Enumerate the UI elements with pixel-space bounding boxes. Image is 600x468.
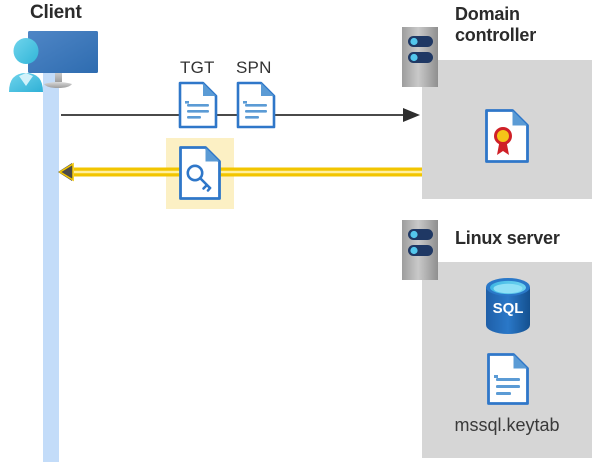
spn-label: SPN [236, 58, 272, 77]
keytab-filename-label: mssql.keytab [454, 415, 560, 435]
sql-database-icon: SQL [483, 277, 533, 335]
certificate-document-icon [484, 108, 530, 164]
keytab-document-icon [486, 352, 530, 406]
client-title: Client [30, 2, 82, 23]
linux-server-title: Linux server [455, 228, 560, 248]
domain-controller-server-icon [402, 27, 442, 89]
client-lifeline [43, 60, 59, 462]
request-arrow [60, 106, 420, 124]
user-with-monitor-icon [6, 26, 110, 96]
domain-controller-title: Domain controller [455, 4, 537, 46]
tgt-label: TGT [180, 58, 215, 77]
tgt-document-icon [178, 81, 218, 129]
service-ticket-arrow [58, 161, 422, 183]
key-document-icon [178, 145, 222, 201]
sql-database-label: SQL [493, 300, 524, 317]
linux-server-server-icon [402, 220, 442, 282]
spn-document-icon [236, 81, 276, 129]
